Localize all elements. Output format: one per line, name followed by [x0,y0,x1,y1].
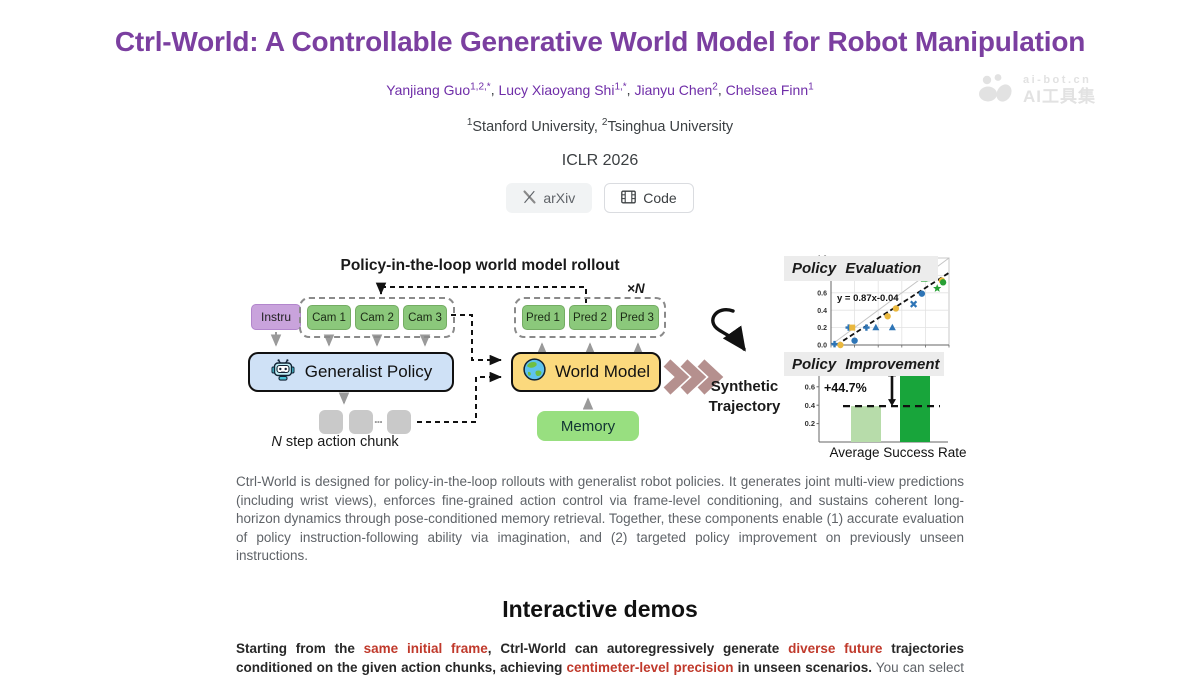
author-link[interactable]: Yanjiang Guo1,2,* [386,81,491,98]
policy-improvement-chart: 0.20.40.60.8+44.7% [805,357,948,443]
success-rate-axis-label: Average Success Rate [829,445,967,461]
squiggly-arrow-icon [711,308,746,353]
times-n-label: ×N [627,281,645,297]
svg-text:y = 0.87x-0.04: y = 0.87x-0.04 [837,293,899,304]
svg-text:0.6: 0.6 [817,291,827,298]
code-button[interactable]: Code [604,183,694,214]
rollout-title: Policy-in-the-loop world model rollout [340,257,620,275]
svg-text:0.2: 0.2 [817,326,827,333]
watermark-domain: ai-bot.cn [1023,74,1092,87]
svg-text:0.4: 0.4 [817,308,827,315]
instruction-box: Instru [251,304,301,331]
generalist-policy-box: Generalist Policy [248,352,454,393]
author-link[interactable]: Jianyu Chen2 [634,81,718,98]
watermark-name: AI工具集 [1023,87,1096,107]
arxiv-button[interactable]: arXiv [506,183,593,214]
svg-text:0.0: 0.0 [817,343,827,350]
code-button-label: Code [643,190,677,207]
paw-icon [978,72,1016,109]
cam3-chip: Cam 3 [403,305,447,331]
author-link[interactable]: Lucy Xiaoyang Shi1,* [498,81,627,98]
code-icon [621,190,637,207]
pred2-chip: Pred 2 [568,305,612,331]
action-square [349,410,373,435]
svg-text:0.6: 0.6 [805,383,815,392]
policy-evaluation-title: Policy Evaluation [784,256,938,282]
policy-improvement-title: Policy Improvement [784,352,944,377]
world-model-box: World Model [511,352,661,393]
world-model-label: World Model [554,362,651,382]
synthetic-trajectory-label: Synthetic Trajectory [708,378,781,416]
site-watermark: ai-bot.cn AI工具集 [978,72,1096,109]
demos-heading: Interactive demos [502,596,698,623]
page-title: Ctrl-World: A Controllable Generative Wo… [114,26,1086,57]
svg-text:+44.7%: +44.7% [824,382,867,396]
memory-box: Memory [537,411,639,442]
cam2-chip: Cam 2 [355,305,399,331]
svg-text:0.4: 0.4 [805,401,816,410]
cam1-chip: Cam 1 [307,305,351,331]
svg-text:0.2: 0.2 [805,420,815,429]
arxiv-button-label: arXiv [543,190,576,207]
robot-icon [270,357,296,387]
pred1-chip: Pred 1 [521,305,565,331]
camera-inputs-group: Cam 1 Cam 2 Cam 3 [299,297,455,339]
prediction-outputs-group: Pred 1 Pred 2 Pred 3 [514,297,666,339]
demos-paragraph: Starting from the same initial frame, Ct… [236,641,965,675]
abstract-paragraph: Ctrl-World is designed for policy-in-the… [236,474,964,563]
author-link[interactable]: Chelsea Finn1 [725,81,814,98]
policy-label: Generalist Policy [304,362,433,382]
ellipsis-label: ... [374,411,383,427]
affiliations: 1Stanford University, 2Tsinghua Universi… [466,116,734,135]
link-buttons: arXiv Code [0,183,1200,214]
action-square [387,410,411,435]
teaser-figure: Policy-in-the-loop world model rollout ×… [235,251,967,463]
venue-label: ICLR 2026 [561,152,639,170]
action-chunk-label: N step action chunk [271,434,399,451]
globe-icon [522,357,547,387]
action-square [319,410,343,435]
pred3-chip: Pred 3 [615,305,659,331]
author-list: Yanjiang Guo1,2,*, Lucy Xiaoyang Shi1,*,… [386,81,814,98]
arxiv-icon [523,190,536,207]
paper-header: Ctrl-World: A Controllable Generative Wo… [0,0,1200,214]
